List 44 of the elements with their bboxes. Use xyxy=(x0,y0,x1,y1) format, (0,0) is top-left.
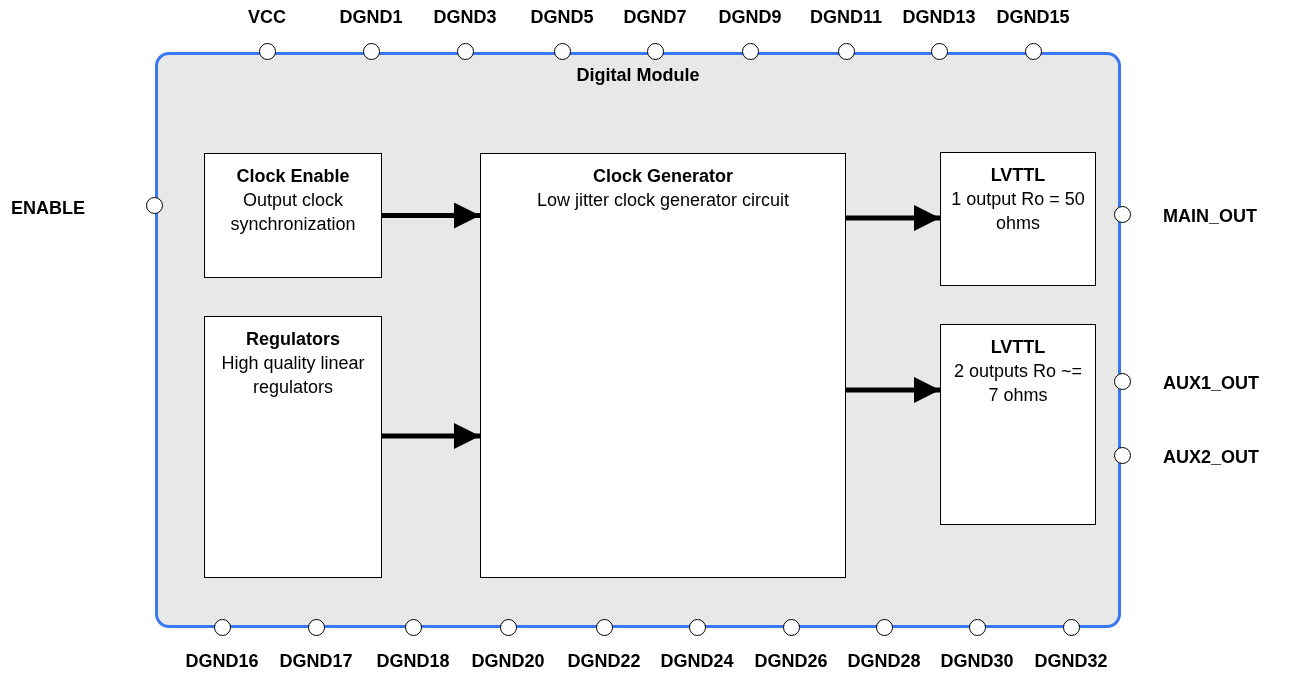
block-description: Low jitter clock generator circuit xyxy=(535,189,791,212)
block-description: 2 outputs Ro ~= 7 ohms xyxy=(952,360,1084,407)
pin-label: DGND1 xyxy=(338,7,404,28)
pin-label: DGND32 xyxy=(1033,651,1109,672)
pin-label: DGND15 xyxy=(995,7,1071,28)
block-box xyxy=(480,153,846,578)
block-title: Clock Generator xyxy=(591,165,734,188)
pin-label: DGND28 xyxy=(846,651,922,672)
block-title: LVTTL xyxy=(989,164,1047,187)
pin-label: MAIN_OUT xyxy=(1163,206,1257,227)
block-box xyxy=(940,152,1096,286)
block-title: LVTTL xyxy=(989,336,1047,359)
arrow xyxy=(846,377,940,403)
block-title: Clock Enable xyxy=(235,165,351,188)
block-description: High quality linear regulators xyxy=(220,352,366,399)
block-box xyxy=(204,153,382,278)
module-box xyxy=(155,52,1121,628)
pin-label: AUX1_OUT xyxy=(1163,373,1260,394)
pin-label: ENABLE xyxy=(11,198,85,219)
pin-label: DGND30 xyxy=(939,651,1015,672)
pin-label: DGND20 xyxy=(470,651,546,672)
pin-label: AUX2_OUT xyxy=(1163,447,1260,468)
pin-label: DGND16 xyxy=(184,651,260,672)
pin-label: DGND22 xyxy=(566,651,642,672)
pin-label: DGND26 xyxy=(753,651,829,672)
block-box xyxy=(940,324,1096,525)
block-box xyxy=(204,316,382,578)
arrow xyxy=(846,205,940,231)
pin-label: DGND9 xyxy=(717,7,783,28)
pin-label: DGND5 xyxy=(529,7,595,28)
pin-label: DGND18 xyxy=(375,651,451,672)
block-title: Regulators xyxy=(245,328,341,351)
module-title: Digital Module xyxy=(575,65,701,86)
pin-label: VCC xyxy=(247,7,287,28)
pin-label: DGND11 xyxy=(809,7,883,28)
arrow xyxy=(382,202,480,229)
pin-label: DGND13 xyxy=(901,7,977,28)
arrow xyxy=(382,423,480,449)
block-description: 1 output Ro = 50 ohms xyxy=(950,188,1086,235)
pin-label: DGND17 xyxy=(278,651,354,672)
pin-label: DGND24 xyxy=(659,651,735,672)
pin-label: DGND3 xyxy=(432,7,498,28)
pin-label: DGND7 xyxy=(622,7,688,28)
block-description: Output clock synchronization xyxy=(229,189,357,236)
